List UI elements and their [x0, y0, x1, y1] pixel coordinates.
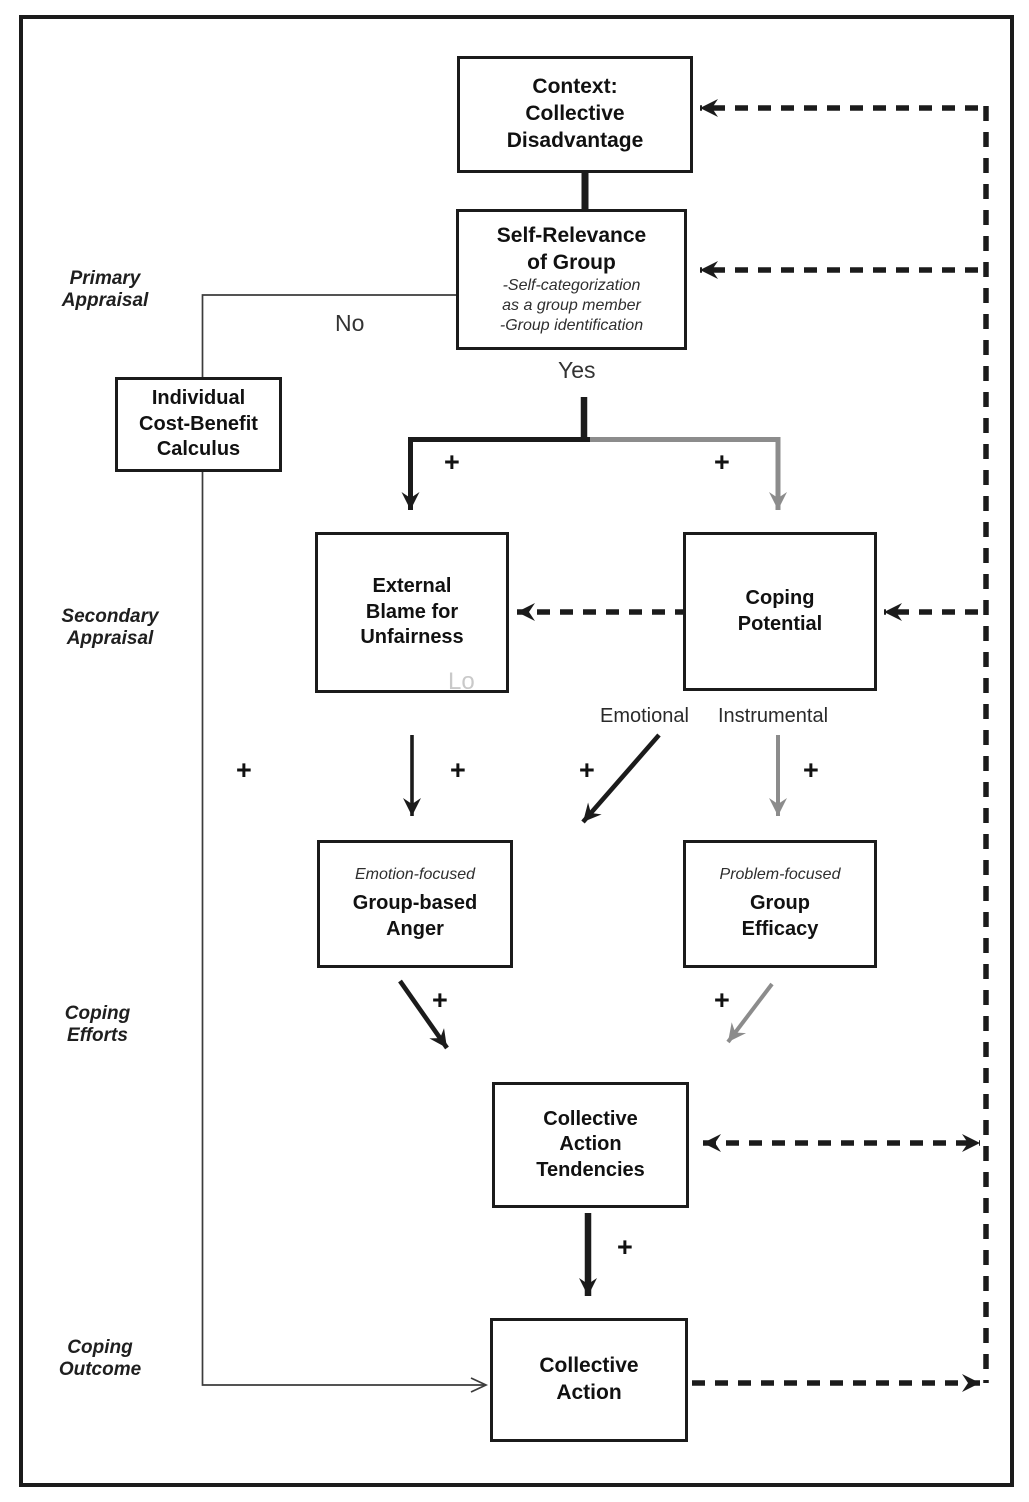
- context-box: Context: Collective Disadvantage: [457, 56, 693, 173]
- group-efficacy-tag: Problem-focused: [719, 866, 841, 884]
- collective-action-box: Collective Action: [490, 1318, 688, 1442]
- plus-sign: +: [236, 755, 252, 785]
- context-box-title: Context: Collective Disadvantage: [506, 75, 644, 152]
- external-blame-title: External Blame for Unfairness: [360, 575, 464, 649]
- stage-label-primary-appraisal: Primary Appraisal: [61, 268, 149, 312]
- action-tendencies-box: Collective Action Tendencies: [492, 1082, 689, 1208]
- group-anger-tag: Emotion-focused: [354, 866, 476, 884]
- stage-label-coping-outcome: Coping Outcome: [58, 1337, 142, 1381]
- plus-sign: +: [450, 755, 466, 785]
- plus-sign: +: [444, 447, 460, 477]
- arrow-emotional-to-anger: [581, 733, 661, 824]
- stage-label-secondary-appraisal: Secondary Appraisal: [61, 606, 159, 650]
- coping-potential-box: Coping Potential: [683, 532, 877, 691]
- group-anger-box: Emotion-focused Group-based Anger: [317, 840, 513, 968]
- plus-sign: +: [579, 755, 595, 785]
- arrow-anger-to-tendencies: [398, 979, 449, 1050]
- self-relevance-box: Self-Relevance of Group -Self-categoriza…: [456, 209, 687, 350]
- yes-label: Yes: [558, 357, 596, 383]
- instrumental-label: Instrumental: [718, 705, 829, 727]
- cost-benefit-title: Individual Cost-Benefit Calculus: [139, 387, 258, 461]
- action-tendencies-title: Collective Action Tendencies: [536, 1107, 645, 1181]
- plus-sign: +: [714, 985, 730, 1015]
- plus-sign: +: [714, 447, 730, 477]
- coping-potential-title: Coping Potential: [737, 586, 823, 635]
- plus-sign: +: [617, 1232, 633, 1262]
- emotional-label: Emotional: [600, 705, 689, 727]
- self-relevance-title: Self-Relevance of Group: [496, 223, 647, 274]
- arrow-efficacy-to-tendencies: [726, 982, 774, 1044]
- self-relevance-details: -Self-categorization as a group member -…: [499, 277, 644, 335]
- stage-label-coping-efforts: Coping Efforts: [64, 1003, 131, 1047]
- scan-artifact-watermark: Lo: [448, 668, 475, 695]
- group-efficacy-box: Problem-focused Group Efficacy: [683, 840, 877, 968]
- plus-sign: +: [432, 985, 448, 1015]
- plus-sign: +: [803, 755, 819, 785]
- group-efficacy-title: Group Efficacy: [741, 892, 819, 940]
- cost-benefit-box: Individual Cost-Benefit Calculus: [115, 377, 282, 472]
- group-anger-title: Group-based Anger: [352, 892, 478, 940]
- diagram-outer-border: [19, 15, 1014, 1487]
- no-label: No: [335, 310, 365, 336]
- no-path-to-collective-action: [201, 294, 489, 1393]
- collective-action-title: Collective Action: [539, 1354, 639, 1404]
- external-blame-box: External Blame for Unfairness: [315, 532, 509, 693]
